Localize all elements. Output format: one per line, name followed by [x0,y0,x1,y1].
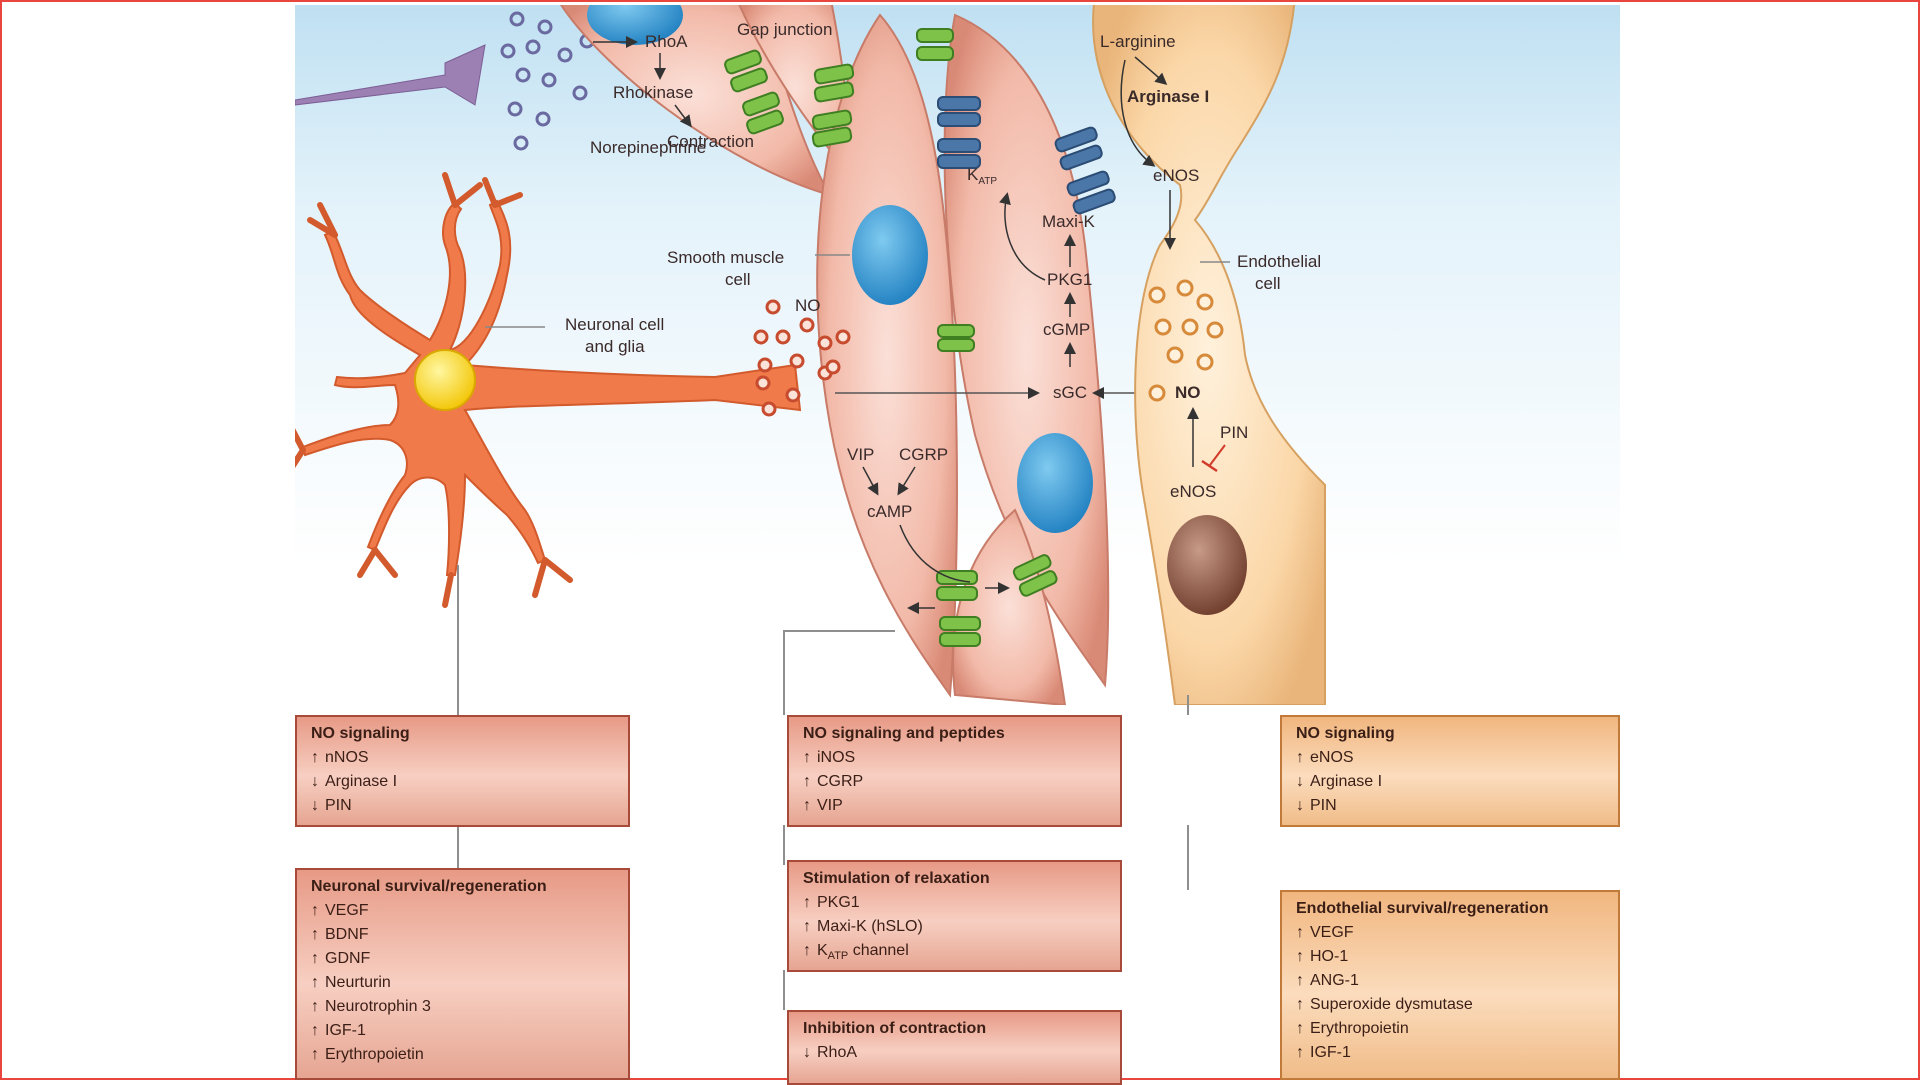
box-title: NO signaling and peptides [803,725,1005,742]
erectile-pathway-figure: Norepinephrine RhoA Rhokinase Contractio… [284,0,1620,1085]
box-endo-no-signaling: NO signaling ↑eNOS ↓Arginase I ↓PIN [1280,715,1620,827]
label-katp: KATP [967,165,997,187]
list-item: ↑iNOS [803,749,856,766]
list-item: ↑Maxi-K (hSLO) [803,918,923,935]
list-item: ↑BDNF [311,926,369,943]
box-title: Neuronal survival/regeneration [311,878,547,895]
list-item: ↓Arginase I [311,773,398,790]
label-contraction: Contraction [667,132,754,151]
arrow-pkg1-katp [999,192,1046,281]
arrow-vip-camp [862,466,879,496]
box-stimulation-relaxation: Stimulation of relaxation ↑PKG1 ↑Maxi-K … [787,860,1122,972]
arrow-larg-arginase [1134,56,1168,85]
list-item: ↓PIN [1296,797,1337,814]
no-vesicles-neuron [753,299,851,417]
box-title: Inhibition of contraction [803,1020,987,1037]
label-endothelial-2: cell [1255,274,1281,293]
box-title: NO signaling [311,725,410,742]
neuron-dendrite-branches [284,172,573,608]
box-title: NO signaling [1296,725,1395,742]
neuron [301,199,802,576]
endothelial-cell [1092,0,1327,706]
box-title: Stimulation of relaxation [803,870,990,887]
label-enos-bottom: eNOS [1170,482,1216,501]
box-title: Endothelial survival/regeneration [1296,900,1549,917]
list-item: ↑VIP [803,797,843,814]
connector-smooth-2 [783,825,785,865]
list-item: ↑ANG-1 [1296,972,1359,989]
list-item: ↑Erythropoietin [311,1046,424,1063]
list-item: ↑GDNF [311,950,371,967]
connector-smooth-3 [783,970,785,1010]
connector-endo-2 [1187,825,1189,890]
right-nucleus [1017,433,1093,533]
list-item: ↓PIN [311,797,352,814]
neuron-nucleus [414,349,476,411]
box-inhibition-contraction: Inhibition of contraction ↓RhoA [787,1010,1122,1085]
list-item: ↑IGF-1 [1296,1044,1351,1061]
list-item: ↑nNOS [311,749,369,766]
no-vesicles-endothelial [1148,279,1224,402]
connector-smooth [783,630,785,715]
box-endothelial-survival: Endothelial survival/regeneration ↑VEGF … [1280,890,1620,1080]
upper-nucleus [587,0,683,45]
box-no-signaling-peptides: NO signaling and peptides ↑iNOS ↑CGRP ↑V… [787,715,1122,827]
arrow-cgrp-camp [897,466,916,496]
list-item: ↑KATP channel [803,942,909,963]
label-camp: cAMP [867,502,912,521]
connector-smooth-h [783,630,895,632]
adrenergic-nerve [294,44,486,106]
gap-junctions [724,28,1058,647]
cell-diagram: Norepinephrine RhoA Rhokinase Contractio… [284,0,1620,707]
list-item: ↑Erythropoietin [1296,1020,1409,1037]
label-pkg1: PKG1 [1047,270,1092,289]
label-cgrp: CGRP [899,445,948,464]
endothelial-nucleus [1167,515,1247,615]
inhibit-bar [1201,459,1218,473]
label-vip: VIP [847,445,874,464]
connector-neuron-2 [457,825,459,870]
label-rhokinase: Rhokinase [613,83,693,102]
label-arginase: Arginase I [1127,87,1209,106]
list-item: ↑CGRP [803,773,864,790]
label-gap-junction: Gap junction [737,20,832,39]
label-neuronal-1: Neuronal cell [565,315,664,334]
inhibit-pin [1209,444,1226,466]
arrow-larg-enos [1120,59,1156,167]
box-neuron-no-signaling: NO signaling ↑nNOS ↓Arginase I ↓PIN [295,715,630,827]
list-item: ↑HO-1 [1296,948,1349,965]
label-neuronal-2: and glia [585,337,645,356]
potassium-channels [937,96,1116,215]
label-no-endo: NO [1175,383,1201,402]
label-cgmp: cGMP [1043,320,1090,339]
label-rhoa: RhoA [645,32,688,51]
label-l-arginine: L-arginine [1100,32,1176,51]
list-item: ↑PKG1 [803,894,860,911]
connector-endo [1187,695,1189,715]
list-item: ↑Neurotrophin 3 [311,998,431,1015]
label-enos-top: eNOS [1153,166,1199,185]
list-item: ↑IGF-1 [311,1022,366,1039]
label-maxi-k: Maxi-K [1042,212,1096,231]
label-sgc: sGC [1053,383,1087,402]
main-nucleus [852,205,928,305]
arrow-rhokinase-contraction [674,104,692,128]
list-item: ↑VEGF [311,902,369,919]
label-norepinephrine: Norepinephrine [590,138,706,157]
label-endothelial-1: Endothelial [1237,252,1321,271]
list-item: ↑Superoxide dysmutase [1296,996,1473,1013]
list-item: ↑VEGF [1296,924,1354,941]
arrow-camp-junction [899,524,971,583]
main-smooth-muscle-cell [816,13,958,698]
list-item: ↑eNOS [1296,749,1354,766]
list-item: ↓RhoA [803,1044,858,1061]
list-item: ↑Neurturin [311,974,391,991]
box-neuronal-survival: Neuronal survival/regeneration ↑VEGF ↑BD… [295,868,630,1080]
connector-neuron [457,565,459,715]
label-no-neuron: NO [795,296,821,315]
label-pin: PIN [1220,423,1248,442]
label-smooth-muscle-2: cell [725,270,751,289]
list-item: ↓Arginase I [1296,773,1383,790]
label-smooth-muscle-1: Smooth muscle [667,248,784,267]
